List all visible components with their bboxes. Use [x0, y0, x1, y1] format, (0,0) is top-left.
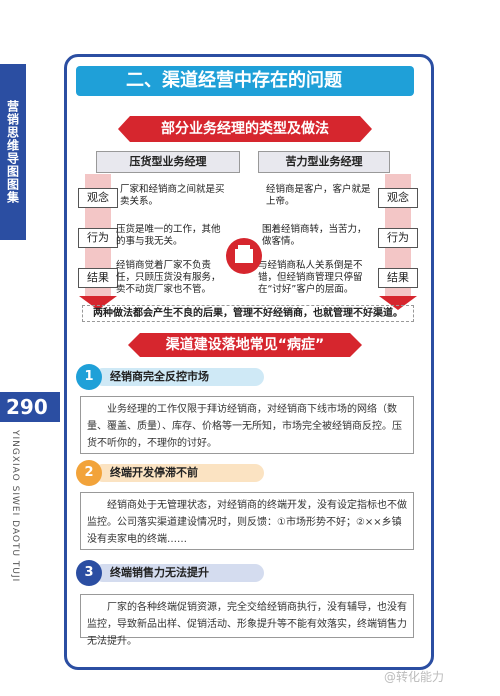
- section2-title: 渠道建设落地常见“病症”: [128, 333, 362, 357]
- label-concept-left: 观念: [78, 188, 118, 208]
- left-type-header: 压货型业务经理: [96, 151, 240, 173]
- left-result-text: 经销商觉着厂家不负责任，只顾压货没有服务，卖不动货厂家也不管。: [116, 260, 221, 295]
- left-concept-text: 厂家和经销商之间就是买卖关系。: [120, 184, 225, 207]
- issue-2-bar: [94, 464, 264, 482]
- issue-1-desc: 业务经理的工作仅限于拜访经销商，对经销商下线市场的网络（数量、覆盖、质量）、库存…: [87, 404, 402, 449]
- issue-2-title: 终端开发停滞不前: [110, 466, 198, 479]
- issue-2-desc: 经销商处于无管理状态，对经销商的终端开发，没有设定指标也不做监控。公司落实渠道建…: [87, 500, 407, 545]
- page-title: 二、渠道经营中存在的问题: [76, 66, 414, 96]
- right-result-text: 与经销商私人关系倒是不错，但经销商管理只停留在“讨好”客户的层面。: [258, 260, 363, 295]
- issue-1-bar: [94, 368, 264, 386]
- issue-1-title: 经销商完全反控市场: [110, 370, 209, 383]
- bank-icon: [226, 238, 262, 274]
- sidebar: 营销思维导图图集 290 YINGXIAO SIWEI DAOTU TUJI: [0, 0, 66, 696]
- issue-2-badge: 2: [76, 460, 102, 486]
- right-behavior-text: 围着经销商转，当苦力，做客情。: [262, 224, 367, 247]
- issue-1-text: 业务经理的工作仅限于拜访经销商，对经销商下线市场的网络（数量、覆盖、质量）、库存…: [80, 396, 414, 454]
- page-number: 290: [6, 395, 48, 419]
- page-number-bar: [0, 392, 60, 422]
- issue-3-bar: [94, 564, 264, 582]
- label-result-left: 结果: [78, 268, 118, 288]
- issue-3-title: 终端销售力无法提升: [110, 566, 209, 579]
- right-concept-text: 经销商是客户，客户就是上帝。: [266, 184, 371, 207]
- issue-1-badge: 1: [76, 364, 102, 390]
- issue-3-badge: 3: [76, 560, 102, 586]
- watermark: @转化能力: [384, 670, 445, 684]
- label-behavior-left: 行为: [78, 228, 118, 248]
- page-number-block: 290: [0, 392, 64, 422]
- issue-3-text: 厂家的各种终端促销资源，完全交给经销商执行，没有辅导，也没有监控，导致新品出样、…: [80, 594, 414, 647]
- book-pinyin: YINGXIAO SIWEI DAOTU TUJI: [10, 430, 20, 583]
- issue-2-text: 经销商处于无管理状态，对经销商的终端开发，没有设定指标也不做监控。公司落实渠道建…: [80, 492, 414, 550]
- book-title: 营销思维导图图集: [0, 64, 26, 240]
- section1-title: 部分业务经理的类型及做法: [118, 116, 372, 142]
- right-type-header: 苦力型业务经理: [258, 151, 390, 173]
- section1-conclusion: 两种做法都会产生不良的后果，管理不好经销商，也就管理不好渠道。: [82, 305, 414, 322]
- label-concept-right: 观念: [378, 188, 418, 208]
- issue-3-desc: 厂家的各种终端促销资源，完全交给经销商执行，没有辅导，也没有监控，导致新品出样、…: [87, 602, 407, 647]
- label-result-right: 结果: [378, 268, 418, 288]
- label-behavior-right: 行为: [378, 228, 418, 248]
- left-behavior-text: 压货是唯一的工作，其他的事与我无关。: [116, 224, 221, 247]
